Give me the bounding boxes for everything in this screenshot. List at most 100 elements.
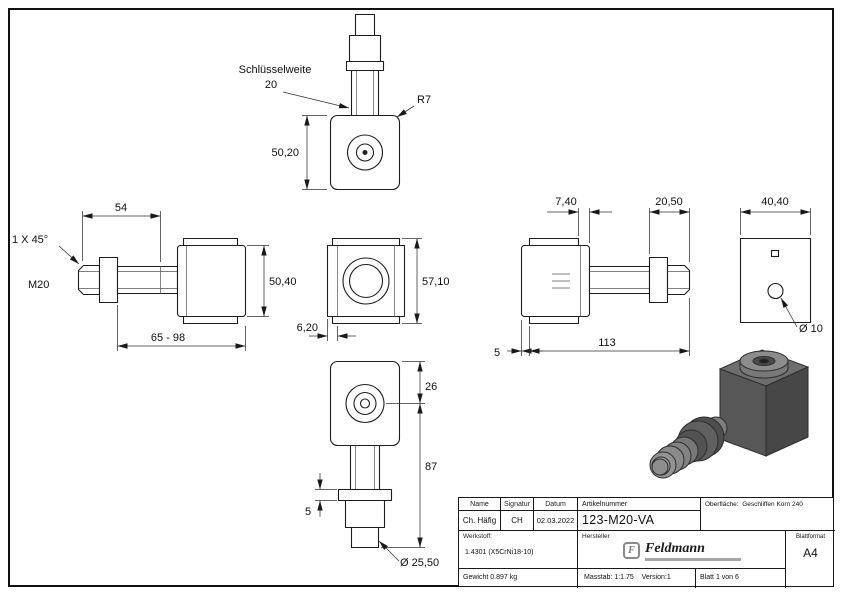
dim-7-40: 7,40 <box>547 196 612 243</box>
dim-6-20: 6,20 <box>297 319 356 341</box>
dim-5-bottom: 5 <box>305 473 337 518</box>
shaft-outline <box>349 444 381 491</box>
dim-label: 50,20 <box>271 147 299 159</box>
spindle-body-outline <box>348 34 382 63</box>
block-outline <box>739 237 812 324</box>
werkstoff-label: Werkstoff: <box>463 533 493 540</box>
logo-f-emblem: F <box>623 542 640 559</box>
dim-50-40: 50,40 <box>247 245 297 317</box>
label-chamfer: 1 X 45° <box>12 234 80 265</box>
logo-tagline <box>645 558 741 561</box>
tab-bottom-outline <box>182 315 239 325</box>
threaded-tip-outline <box>77 264 101 296</box>
dim-20-50: 20,50 <box>649 196 690 262</box>
blatt-cell: Blatt 1 von 6 <box>696 569 786 588</box>
tab-top-outline <box>182 237 239 247</box>
tab-bottom-outline <box>331 315 401 325</box>
dim-87: 87 <box>381 403 437 548</box>
bore-circle <box>353 391 377 416</box>
dim-65-98: 65 - 98 <box>117 305 246 351</box>
rod-tip-face <box>651 458 669 476</box>
hersteller-cell: Hersteller F Feldmann <box>578 531 786 569</box>
flange-outline <box>648 256 669 304</box>
boss-circle <box>345 383 385 424</box>
threaded-tip-outline <box>666 264 691 296</box>
flange-outline <box>98 256 119 304</box>
name-header: Name <box>459 498 501 511</box>
dim-label: 57,10 <box>422 276 450 288</box>
shaft-outline <box>588 265 651 295</box>
center-hole-circle <box>359 398 371 409</box>
datum-value: 02.03.2022 <box>534 511 578 531</box>
dim-label: 50,40 <box>269 276 297 288</box>
view-3d <box>649 349 810 479</box>
dim-113: 113 <box>521 298 690 356</box>
slot-mark <box>770 249 780 258</box>
tab-top-outline <box>528 237 580 247</box>
label-m20: M20 <box>28 279 49 291</box>
view-top <box>329 13 401 191</box>
artikelnummer-header: Artikelnummer <box>578 498 701 511</box>
cylinder-outline <box>344 499 386 529</box>
end-tip-outline <box>350 526 380 549</box>
dim-label: Schlüsselweite <box>239 64 312 76</box>
block-outline <box>176 244 247 318</box>
dim-label: R7 <box>417 94 431 106</box>
dim-label: 65 - 98 <box>151 332 185 344</box>
dim-54: 54 <box>82 202 161 262</box>
oberflaeche-cell: Oberfläche: Geschliffen Korn 240 <box>701 498 835 531</box>
name-value: Ch. Häfig <box>459 511 501 531</box>
tab-bottom-outline <box>528 315 580 325</box>
leader-line <box>378 540 400 562</box>
title-block: Name Signatur Datum Artikelnummer Oberfl… <box>458 497 835 588</box>
leader-line <box>396 105 415 118</box>
oberflaeche-label: Oberfläche: <box>705 501 739 508</box>
spindle-tip-outline <box>354 13 376 37</box>
hersteller-label: Hersteller <box>582 533 610 540</box>
dim-label: 20 <box>265 79 277 91</box>
label-dia-10: Ø 10 <box>780 297 823 335</box>
view-side-right <box>520 237 691 325</box>
cube-right-face <box>765 366 809 457</box>
leader-line <box>58 245 80 265</box>
dim-label: 7,40 <box>555 196 576 208</box>
boss-circle <box>346 134 384 171</box>
washer-outline <box>337 488 393 502</box>
dim-label: 54 <box>115 202 127 214</box>
masstab-cell: Masstab: 1:1.75 Version:1 <box>578 569 696 588</box>
center-dot <box>362 150 368 155</box>
feldmann-logo: F Feldmann <box>623 542 741 561</box>
logo-name: Feldmann <box>645 541 705 556</box>
view-bottom <box>329 360 401 549</box>
dim-label: 26 <box>425 381 437 393</box>
werkstoff-value: 1.4301 (X5CrNi18-10) <box>465 549 534 556</box>
dim-label: 5 <box>305 506 311 518</box>
boss-circle <box>342 257 390 305</box>
label-r7: R7 <box>396 94 431 118</box>
dim-label: Ø 10 <box>799 323 823 335</box>
view-front <box>326 237 406 325</box>
washer-outline <box>345 60 385 72</box>
dim-label: 40,40 <box>761 196 789 208</box>
logo-text-wrap: Feldmann <box>645 542 741 561</box>
boss-hole <box>759 358 769 364</box>
signatur-value: CH <box>501 511 534 531</box>
dim-label: Ø 25,50 <box>400 557 439 569</box>
dim-label: 1 X 45° <box>12 234 48 246</box>
blattformat-label: Blattformat <box>795 534 825 540</box>
dim-label: 113 <box>598 337 616 349</box>
dim-50-20: 50,20 <box>271 115 327 190</box>
dim-label: 87 <box>425 461 437 473</box>
shaft-outline <box>116 265 179 295</box>
bore-circle <box>348 263 384 299</box>
dim-label: 6,20 <box>297 322 318 334</box>
view-side-left <box>77 237 247 325</box>
dim-label: 20,50 <box>655 196 683 208</box>
datum-header: Datum <box>534 498 578 511</box>
block-outline <box>326 244 406 318</box>
signatur-header: Signatur <box>501 498 534 511</box>
hole-circle <box>767 282 784 300</box>
dim-5-right: 5 <box>494 326 543 359</box>
